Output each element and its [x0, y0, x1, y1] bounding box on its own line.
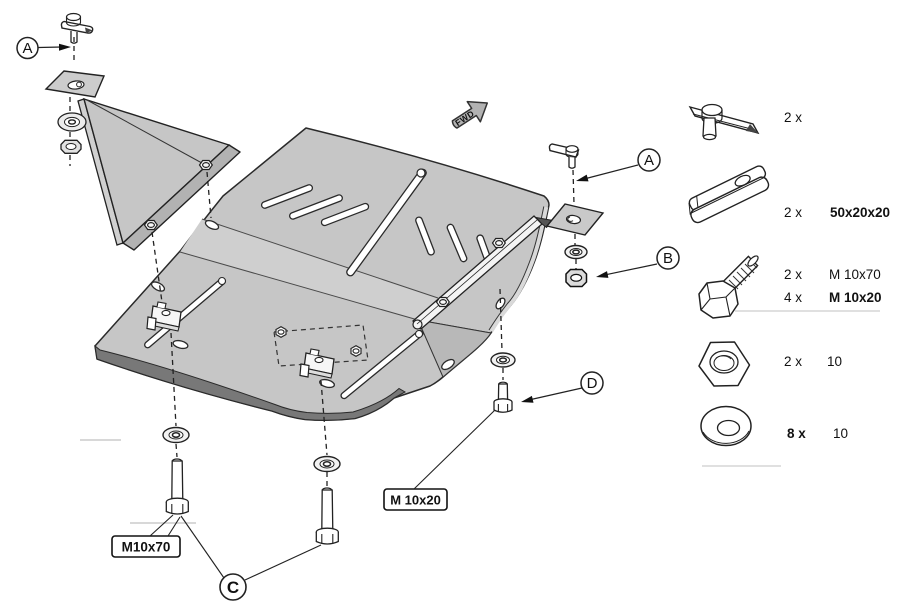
svg-text:4 x: 4 x [784, 290, 802, 305]
svg-text:M10x70: M10x70 [122, 540, 171, 555]
svg-text:10: 10 [827, 354, 842, 369]
svg-text:10: 10 [833, 426, 848, 441]
svg-text:C: C [227, 578, 239, 597]
svg-text:8 x: 8 x [787, 426, 806, 441]
svg-text:2 x: 2 x [784, 354, 802, 369]
svg-text:A: A [644, 152, 654, 169]
svg-text:B: B [663, 250, 673, 267]
svg-text:M 10x20: M 10x20 [390, 493, 441, 508]
svg-text:M 10x20: M 10x20 [829, 290, 882, 305]
svg-text:2 x: 2 x [784, 110, 802, 125]
svg-text:50x20x20: 50x20x20 [830, 205, 890, 220]
svg-text:D: D [587, 375, 598, 392]
svg-text:2 x: 2 x [784, 267, 802, 282]
svg-text:2 x: 2 x [784, 205, 802, 220]
svg-text:A: A [22, 40, 32, 57]
svg-text:M 10x70: M 10x70 [829, 267, 881, 282]
